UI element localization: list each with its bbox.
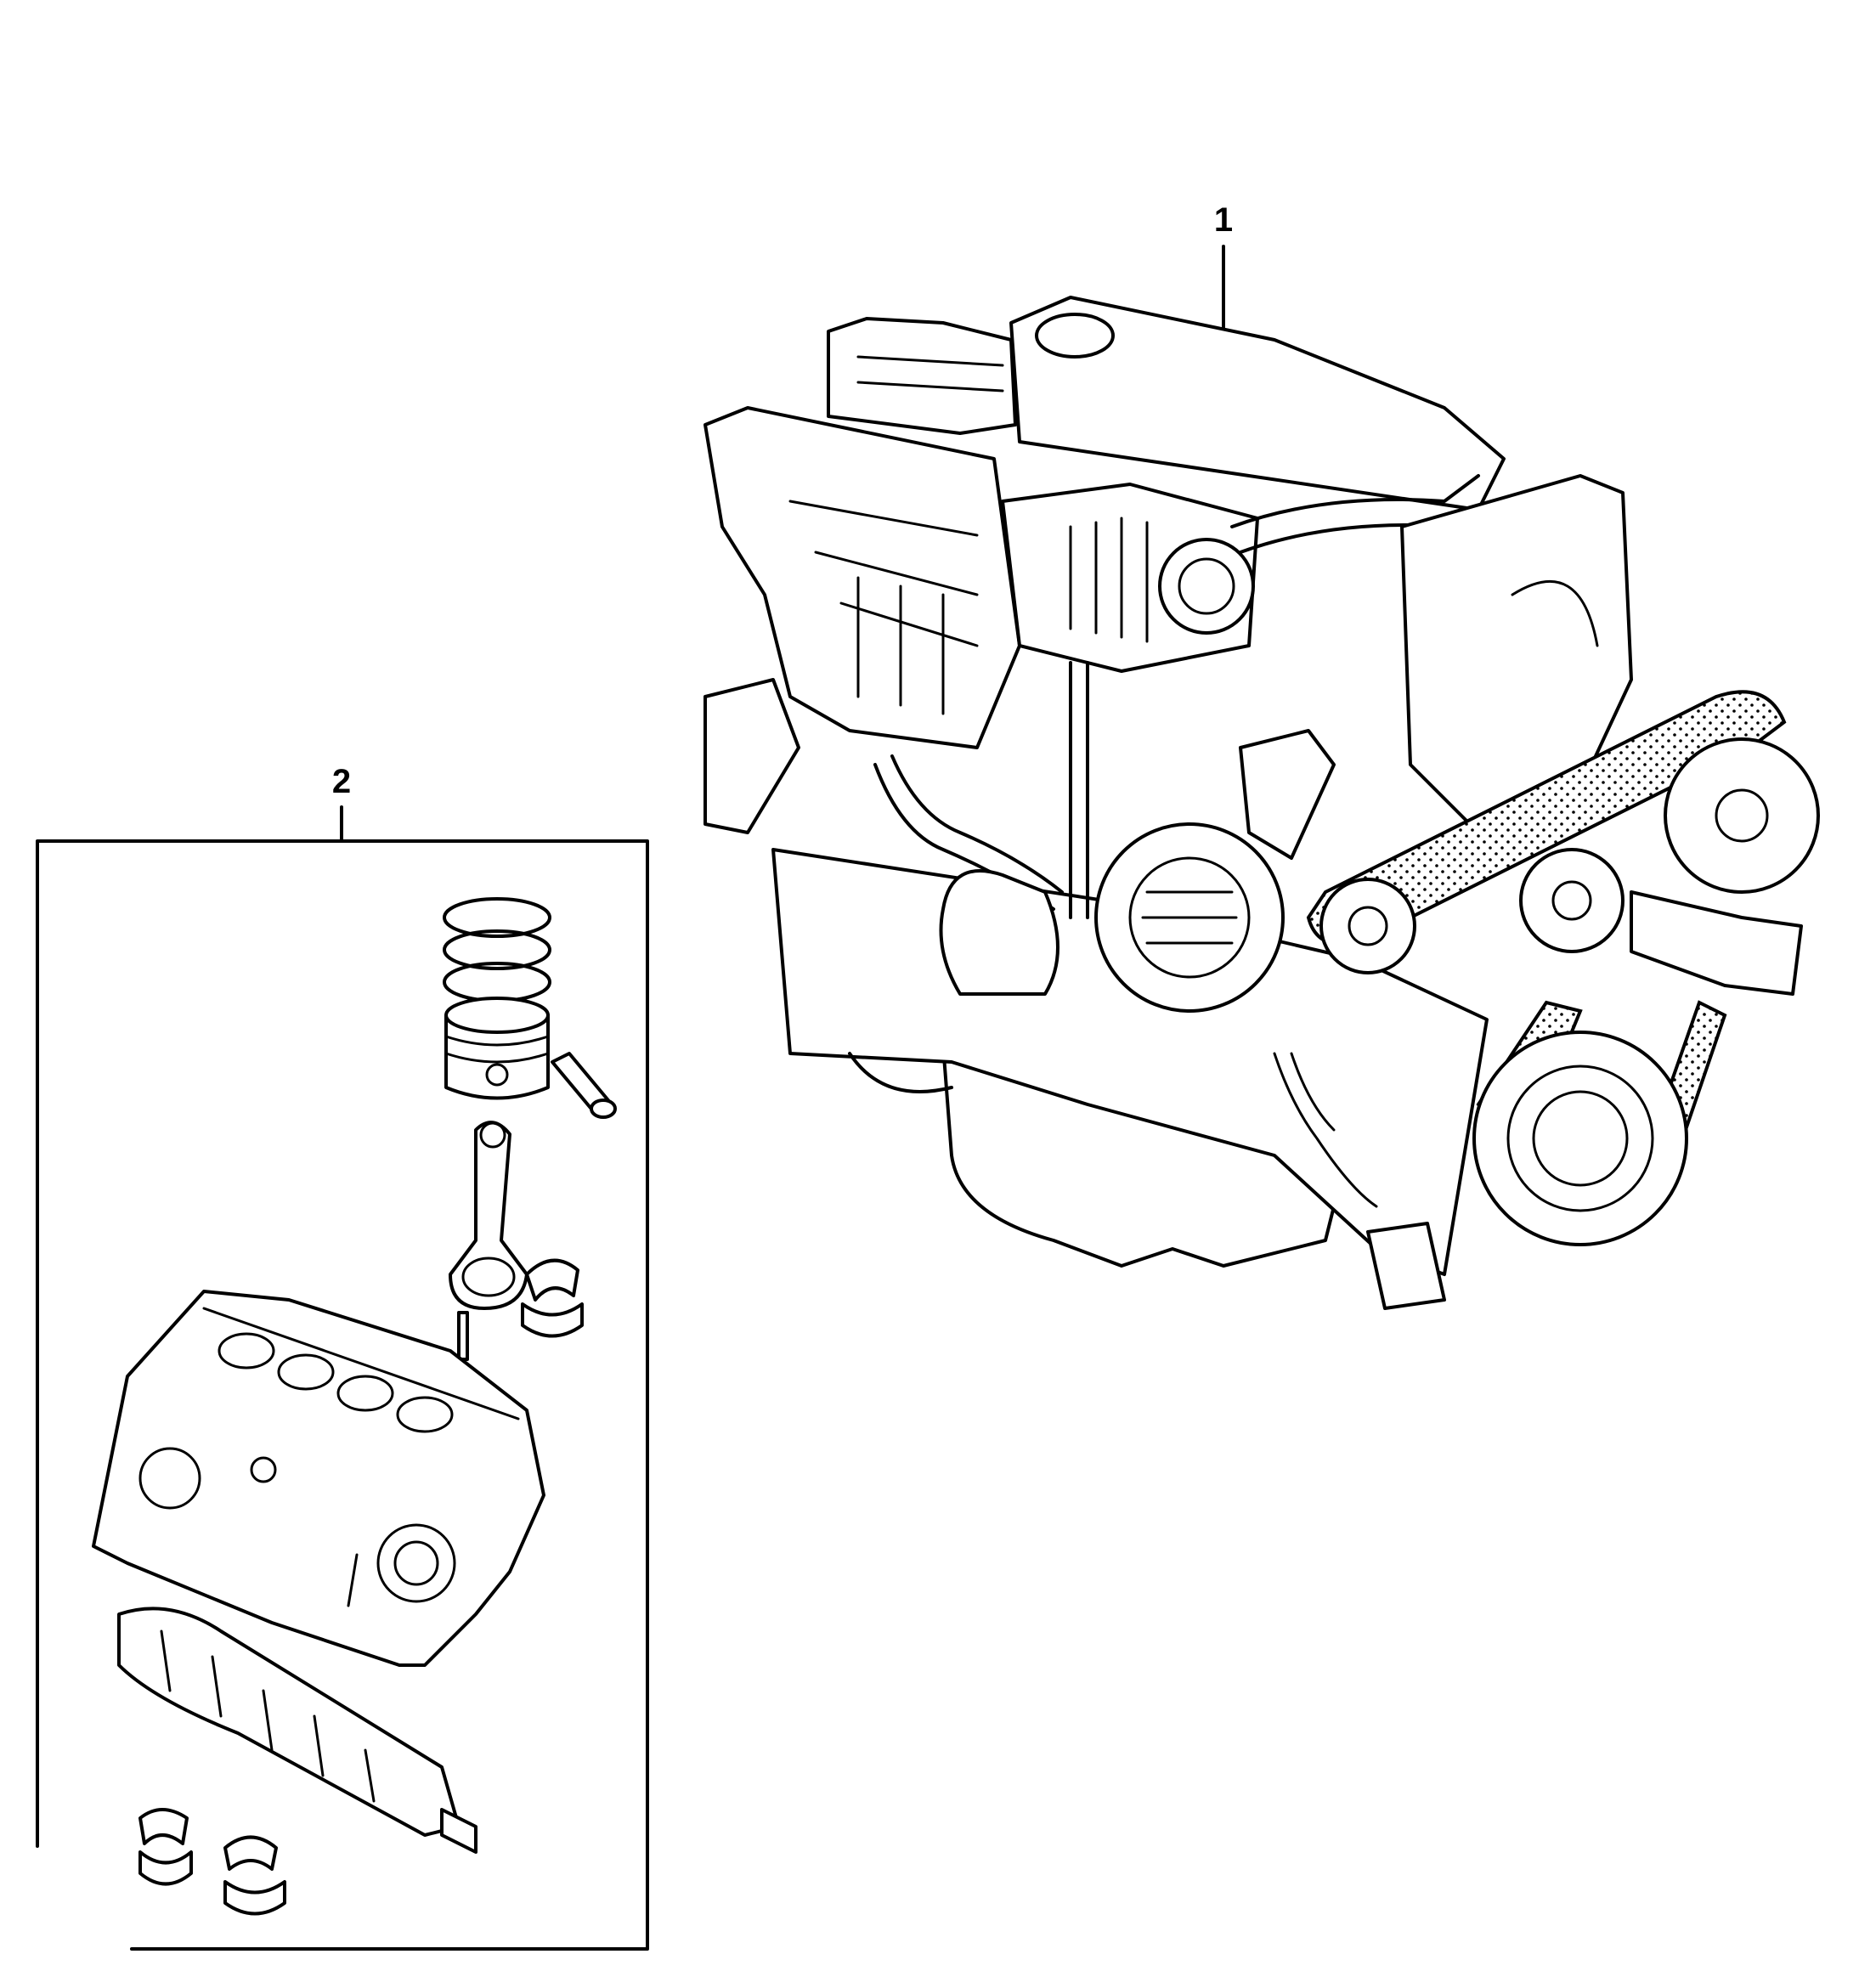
sensor-connector [1366,1222,1446,1310]
kit-bracket-frame [36,839,649,1951]
breather-hose [1230,474,1480,528]
main-bearing-icon [138,1808,286,1916]
rod-bearing-icon [521,1258,584,1338]
alternator-bracket [1239,729,1336,860]
throttle-inlet [1158,538,1255,635]
crankshaft-icon [117,1607,477,1854]
flywheel [848,1052,953,1093]
valve-cover [1009,296,1506,511]
accessory-belt-upper [1306,690,1787,946]
callout-2-label: 2 [332,763,351,800]
tensioner-pulley [1519,848,1625,953]
connecting-rod-icon [449,1121,528,1310]
engine-assembly-icon [703,296,1820,1310]
oil-filler-cap [1035,313,1115,359]
callout-2: 2 [36,763,649,1951]
water-pump-pulley [1664,737,1820,894]
piston-pin-icon [551,1052,617,1119]
crankshaft-pulley [1472,1031,1688,1246]
piston-icon [444,997,550,1100]
intake-manifold [703,406,1021,749]
pump-bracket [1630,890,1803,996]
timing-cover [1400,474,1633,834]
dipstick-tube [1069,661,1089,919]
piston-rings-icon [443,897,551,1002]
callout-1-label: 1 [1214,201,1233,239]
rod-bolt-icon [457,1311,469,1361]
engine-mount-bracket [703,678,800,834]
starter-motor [939,869,1059,996]
wiring-harness [1273,1052,1378,1208]
air-filter-box [827,317,1017,435]
cylinder-block-icon [92,1290,545,1667]
alternator-pulley [1319,878,1416,974]
short-block-kit-icon [92,897,617,1916]
